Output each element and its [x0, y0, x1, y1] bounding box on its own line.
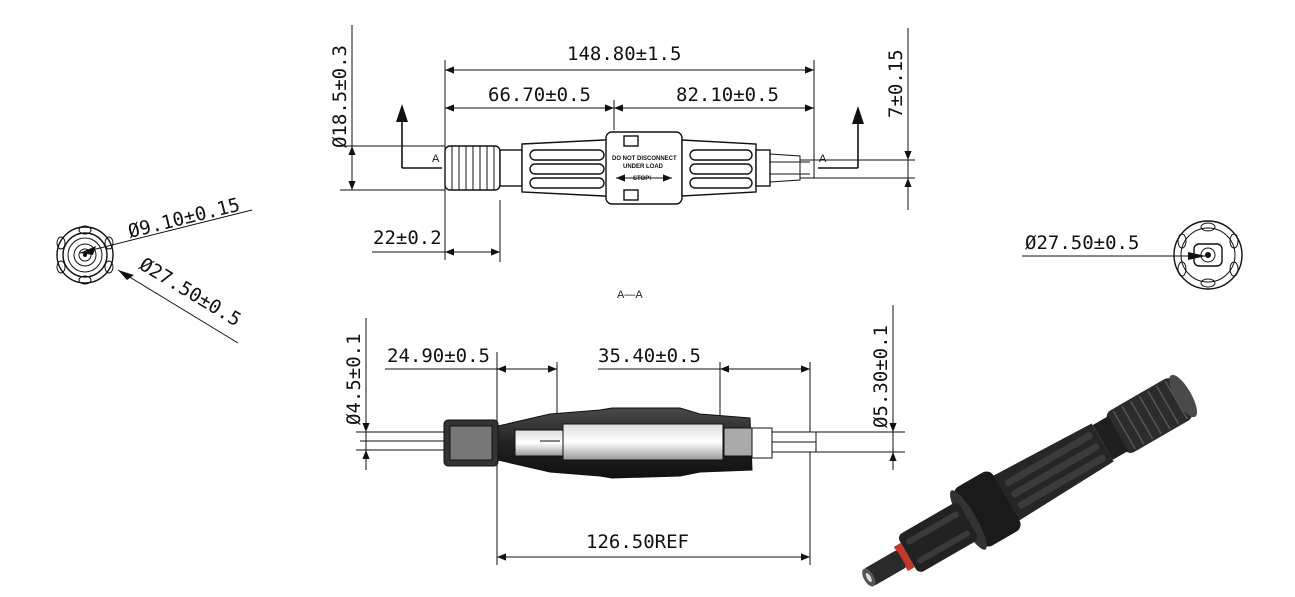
warning-label-line3: STOP! [633, 176, 651, 182]
section-title: A—A [617, 289, 643, 301]
outer-diameter-label-right: Ø27.50±0.5 [1025, 232, 1139, 254]
section-view: A—A 24.90±0.5 35.40±0.5 126.50REF Ø4.5±0… [343, 289, 905, 565]
connector-section [360, 407, 817, 479]
pin-diameter-label: Ø4.5±0.1 [343, 333, 365, 425]
right-section-dim: 35.40±0.5 [598, 345, 701, 367]
section-marker-left: A [432, 153, 440, 165]
top-view: 148.80±1.5 66.70±0.5 82.10±0.5 22±0.2 Ø1… [329, 25, 915, 262]
right-length-label: 82.10±0.5 [676, 84, 779, 106]
connector-top-outline: DO NOT DISCONNECT UNDER LOAD STOP! [444, 131, 810, 205]
socket-diameter-label: Ø5.30±0.1 [870, 325, 892, 428]
offset-label: 7±0.15 [885, 49, 907, 118]
inner-diameter-label: Ø9.10±0.15 [126, 194, 242, 243]
nut-length-label: 22±0.2 [373, 227, 442, 249]
total-ref-label: 126.50REF [586, 531, 689, 553]
warning-label-line1: DO NOT DISCONNECT [612, 156, 677, 162]
connector-3d-render [862, 374, 1198, 587]
left-end-view: Ø9.10±0.15 Ø27.50±0.5 [56, 194, 253, 344]
diameter-label: Ø18.5±0.3 [329, 45, 351, 148]
warning-label-line2: UNDER LOAD [623, 164, 664, 170]
overall-length-label: 148.80±1.5 [567, 43, 681, 65]
left-length-label: 66.70±0.5 [488, 84, 591, 106]
outer-diameter-label-left: Ø27.50±0.5 [135, 253, 244, 331]
right-end-view: Ø27.50±0.5 [1022, 220, 1243, 290]
left-section-dim: 24.90±0.5 [387, 345, 490, 367]
section-marker-right: A [819, 153, 827, 165]
